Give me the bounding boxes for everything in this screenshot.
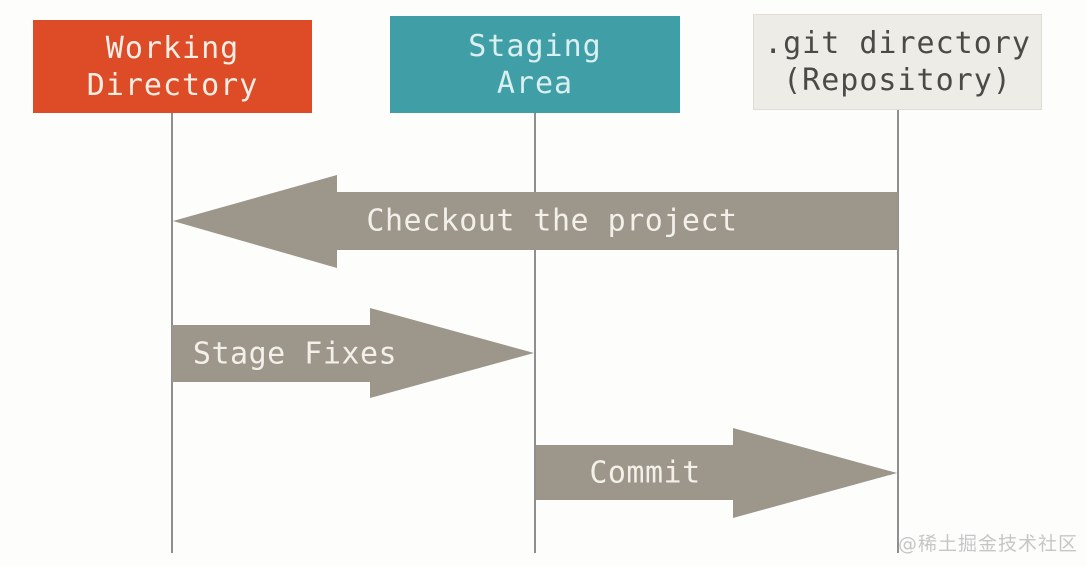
stage-fixes-arrow <box>172 308 534 398</box>
git-directory-label-line-2: (Repository) <box>783 63 1012 98</box>
commit-arrow-label: Commit <box>589 455 701 491</box>
commit-arrow <box>536 428 897 518</box>
git-directory-lifeline <box>897 109 899 553</box>
checkout-arrow-label: Checkout the project <box>366 203 738 239</box>
working-directory-box: Working Directory <box>33 20 312 113</box>
git-directory-box: .git directory (Repository) <box>753 14 1042 110</box>
staging-area-box: Staging Area <box>390 16 680 113</box>
staging-area-lifeline <box>534 112 536 553</box>
checkout-arrow <box>173 175 898 268</box>
stage-fixes-arrow-label: Stage Fixes <box>192 336 398 372</box>
working-directory-label-line-2: Directory <box>86 67 259 103</box>
staging-area-label-line-2: Area <box>496 65 574 101</box>
git-directory-label-line-1: .git directory <box>764 26 1031 61</box>
working-directory-label-line-1: Working <box>105 30 240 66</box>
staging-area-label-line-1: Staging <box>468 28 602 64</box>
watermark: @稀土掘金技术社区 <box>897 533 1078 555</box>
